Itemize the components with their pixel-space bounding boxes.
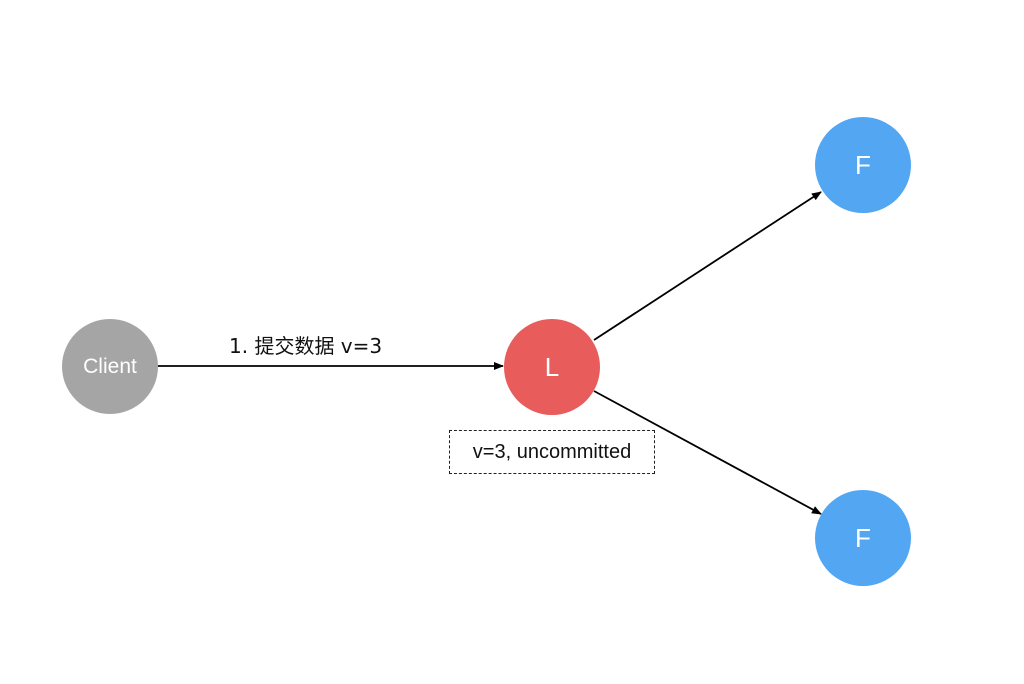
leader-node: L: [504, 319, 600, 415]
leader-node-label: L: [544, 352, 560, 382]
edge-leader-to-follower-top: [593, 191, 822, 341]
follower-node-top-label: F: [855, 150, 871, 180]
follower-node-bottom-label: F: [855, 523, 871, 553]
follower-node-bottom: F: [815, 490, 911, 586]
client-to-leader-edge-label: 1. 提交数据 v=3: [229, 334, 383, 358]
follower-node-top: F: [815, 117, 911, 213]
leader-status-box: v=3, uncommitted: [449, 430, 655, 474]
client-node-label: Client: [83, 355, 137, 378]
client-node: Client: [62, 319, 158, 414]
leader-status-text: v=3, uncommitted: [472, 440, 632, 463]
edge-leader-to-follower-bottom: [593, 390, 822, 515]
